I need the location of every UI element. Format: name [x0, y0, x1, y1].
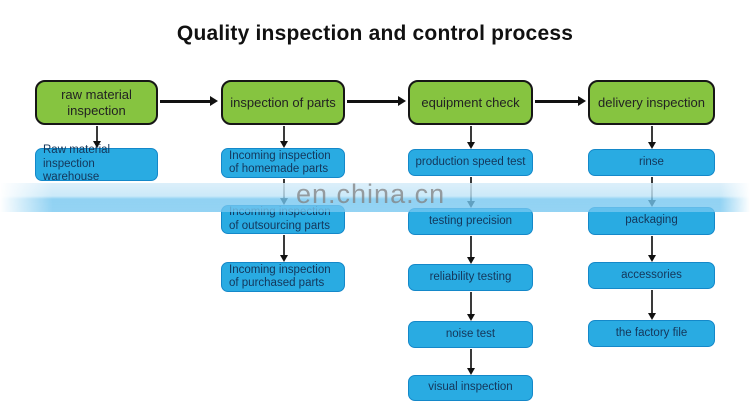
step-box-incoming-inspection-purchased-parts: Incoming inspection of purchased parts [221, 262, 345, 292]
step-box-accessories: accessories [588, 262, 715, 289]
arrow-down-icon [648, 290, 655, 320]
step-box-testing-precision: testing precision [408, 208, 533, 235]
arrow-down-icon [467, 349, 474, 375]
arrow-right-icon [347, 96, 406, 106]
step-box-raw-material-inspection-warehouse: Raw material inspection warehouse [35, 144, 158, 183]
step-box-the-factory-file: the factory file [588, 320, 715, 347]
arrow-right-icon [535, 96, 586, 106]
stage-box-inspection-of-parts: inspection of parts [221, 80, 345, 125]
step-box-incoming-inspection-homemade-parts: Incoming inspection of homemade parts [221, 148, 345, 178]
stage-box-delivery-inspection: delivery inspection [588, 80, 715, 125]
page-title: Quality inspection and control process [176, 22, 574, 45]
arrow-down-icon [467, 236, 474, 264]
step-box-reliability-testing: reliability testing [408, 264, 533, 291]
arrow-down-icon [280, 126, 287, 148]
arrow-down-icon [93, 126, 100, 148]
stage-box-raw-material-inspection: raw material inspection [35, 80, 158, 125]
arrow-right-icon [160, 96, 218, 106]
step-box-noise-test: noise test [408, 321, 533, 348]
arrow-down-icon [648, 126, 655, 149]
step-box-visual-inspection: visual inspection [408, 375, 533, 401]
stage-box-equipment-check: equipment check [408, 80, 533, 125]
watermark-band [0, 183, 750, 212]
watermark-text: en.china.cn [296, 179, 446, 209]
arrow-down-icon [467, 292, 474, 321]
arrow-down-icon [467, 126, 474, 149]
arrow-down-icon [280, 235, 287, 262]
step-box-rinse: rinse [588, 149, 715, 176]
arrow-down-icon [648, 236, 655, 262]
step-box-production-speed-test: production speed test [408, 149, 533, 176]
